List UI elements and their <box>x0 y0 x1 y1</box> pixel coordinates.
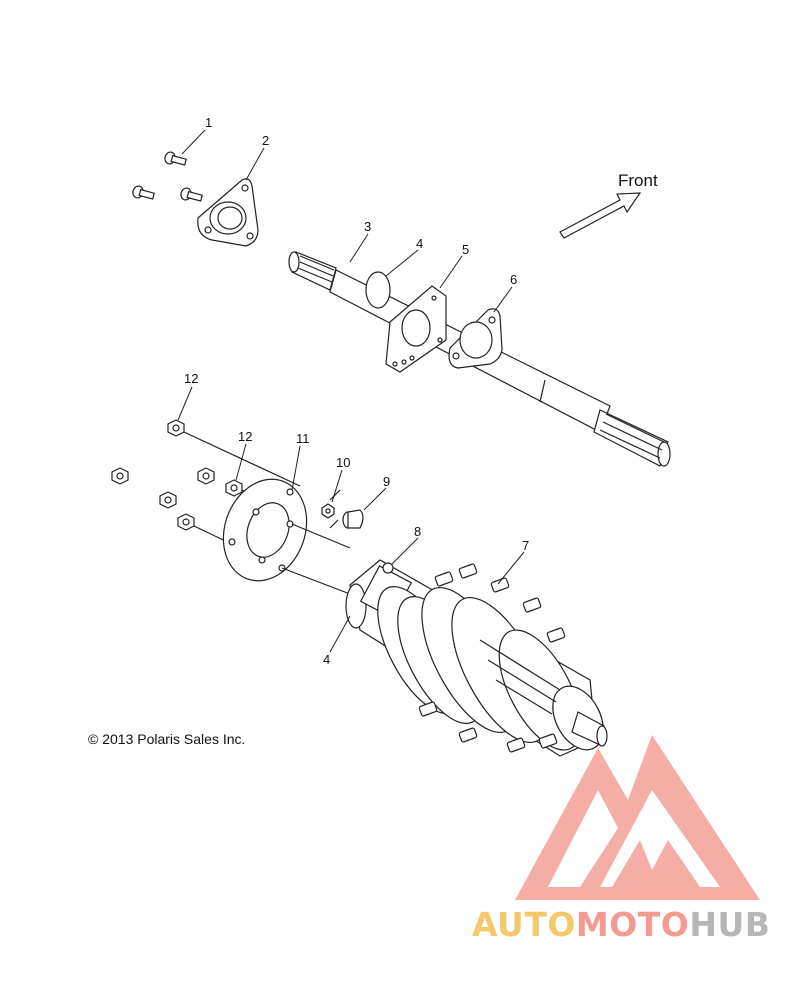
callout-7: 7 <box>522 538 529 553</box>
bolts-part-1 <box>132 151 203 202</box>
callout-1: 1 <box>205 115 212 130</box>
callout-4b: 4 <box>323 652 330 667</box>
callout-4: 4 <box>416 236 423 251</box>
sprocket-assembly-part-7 <box>345 559 608 757</box>
watermark-logo <box>515 735 760 900</box>
callout-11: 11 <box>296 431 310 446</box>
callout-9: 9 <box>383 474 390 489</box>
pin-part-9 <box>342 509 364 529</box>
leader-lines <box>177 129 525 653</box>
callout-6: 6 <box>510 272 517 287</box>
callout-12a: 12 <box>184 371 198 386</box>
flange-plate-part-2 <box>197 178 259 247</box>
watermark-moto: MOTO <box>575 905 690 944</box>
front-label: Front <box>618 171 658 190</box>
front-arrow: Front <box>559 171 658 239</box>
callout-8: 8 <box>414 524 421 539</box>
callout-2: 2 <box>262 133 269 148</box>
callout-10: 10 <box>336 455 350 470</box>
washer-part-10 <box>321 489 341 529</box>
watermark-text: AUTOMOTOHUB <box>472 905 770 944</box>
ring-plate-part-6 <box>448 308 503 369</box>
watermark-auto: AUTO <box>472 905 576 944</box>
copyright-text: © 2013 Polaris Sales Inc. <box>88 731 246 747</box>
callouts: 1 2 3 4 5 6 12 12 11 10 9 8 7 4 <box>184 115 529 667</box>
callout-12b: 12 <box>238 429 252 444</box>
flange-part-5 <box>385 285 447 373</box>
watermark-hub: HUB <box>689 905 771 944</box>
callout-3: 3 <box>364 219 371 234</box>
plate-part-11 <box>222 478 351 595</box>
callout-5: 5 <box>462 242 469 257</box>
